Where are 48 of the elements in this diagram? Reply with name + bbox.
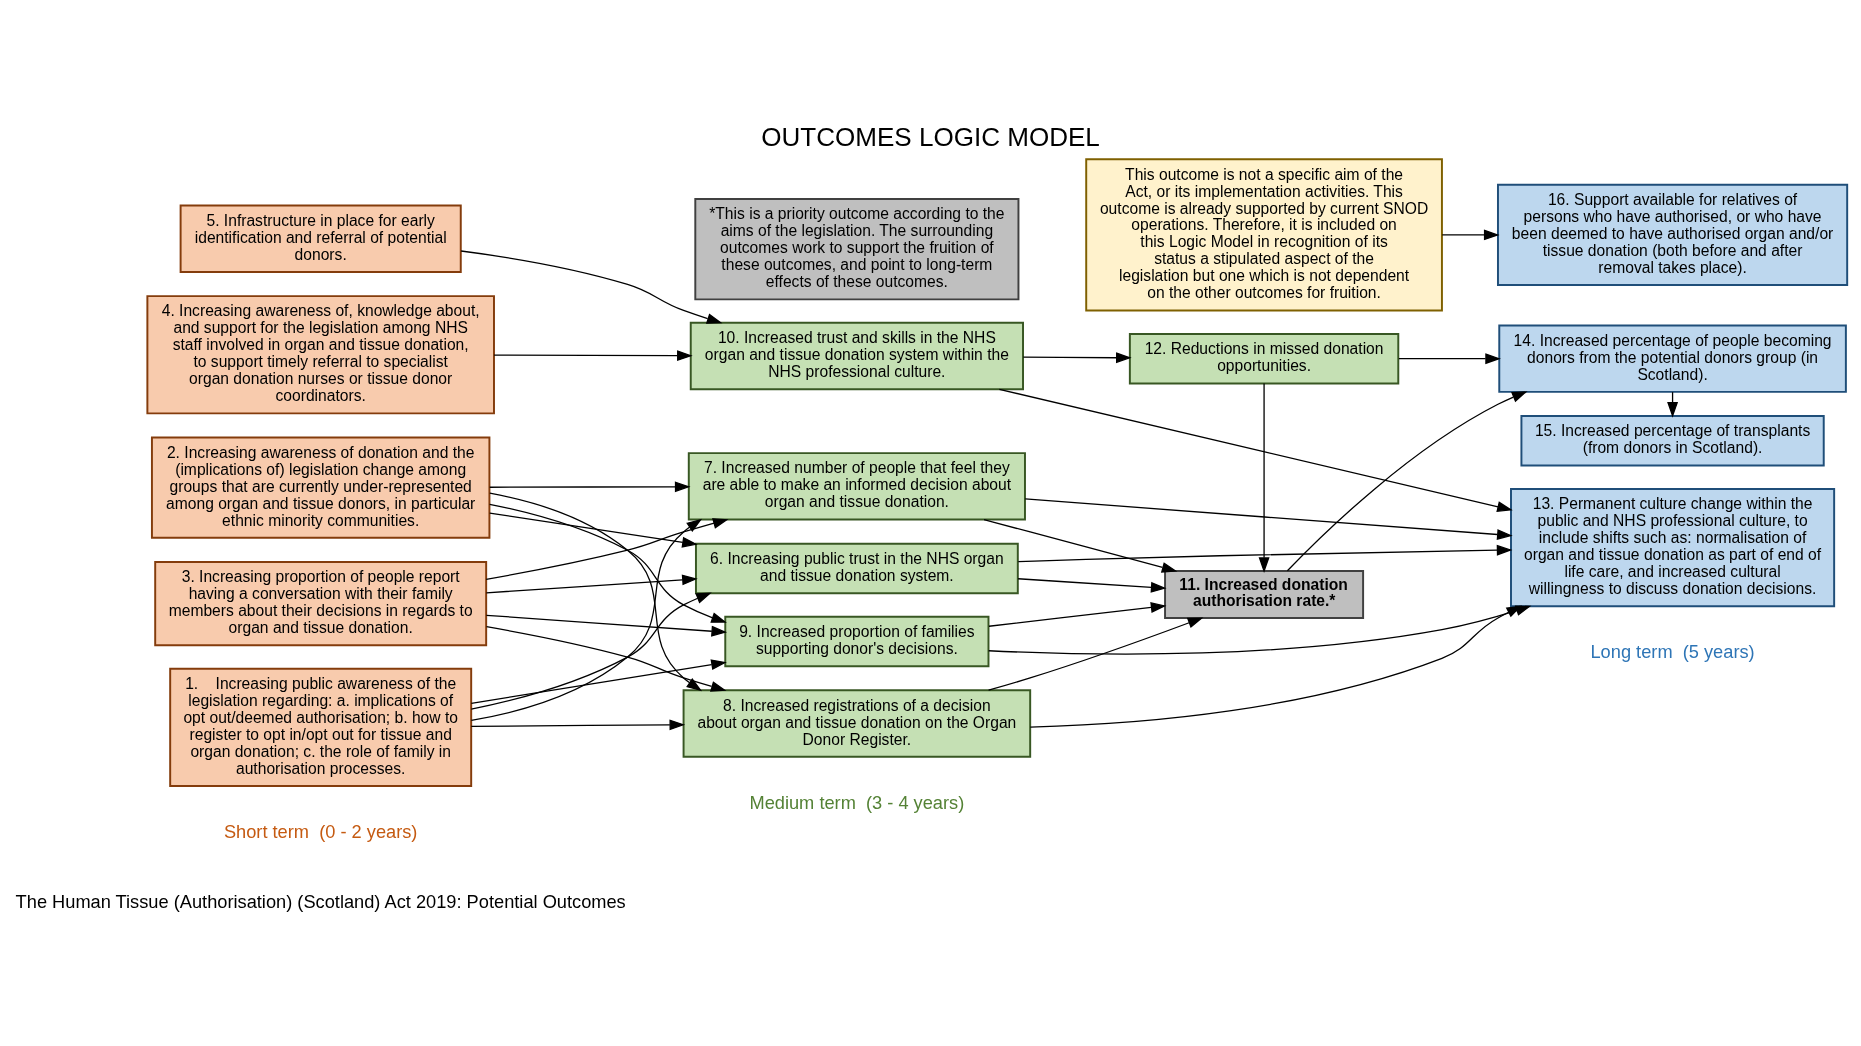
arrow <box>489 503 727 623</box>
arrow <box>485 614 728 637</box>
arrow <box>489 511 698 548</box>
arrow <box>1398 352 1501 364</box>
arrow <box>485 625 727 692</box>
node-box: 11. Increased donation authorisation rate.* <box>1164 569 1365 619</box>
label: The Human Tissue (Authorisation) (Scotland) Act 2019: Potential Outcomes <box>15 890 626 912</box>
node-box: 2. Increasing awareness of donation and the (implications of) legislation change among groups that are currently under-represented among organ and tissue donors, in particular ethnic minority communities. <box>150 436 491 539</box>
arrow <box>1286 390 1528 571</box>
node-box: 8. Increased registrations of a decision about organ and tissue donation on the Organ Donor Register. <box>682 688 1032 758</box>
node-box: 5. Infrastructure in place for early identification and referral of potential donors. <box>179 204 462 273</box>
label: Medium term (3 - 4 years) <box>749 791 965 813</box>
node-box: 3. Increasing proportion of people report having a conversation with their family members about their decisions in regards to organ and tissue donation. <box>154 560 488 646</box>
node-box: 9. Increased proportion of families supporting donor's decisions. <box>724 615 990 667</box>
arrow <box>460 249 723 324</box>
node-box: This outcome is not a specific aim of the Act, or its implementation activities. This outcome is already supported by current SNOD operations. Therefore, it is included on this Logic Model in recognition of its status a stipulated aspect of the legislation but one which is not dependent on the other outcomes for fruition. <box>1085 157 1443 311</box>
arrow <box>489 480 691 492</box>
arrow <box>1258 382 1270 573</box>
arrow <box>485 517 729 580</box>
node-box: 13. Permanent culture change within the public and NHS professional culture, to include shifts such as: normalisation of organ and tissue donation as part of end of life care, and increased cultural willingness to discuss donation decisions. <box>1510 487 1836 607</box>
arrow <box>1017 577 1167 593</box>
label: Long term (5 years) <box>1590 640 1755 662</box>
arrow <box>470 592 712 710</box>
arrow <box>470 658 727 704</box>
arrow <box>485 573 698 593</box>
node-box: 4. Increasing awareness of, knowledge about, and support for the legislation among NHS staff involved in organ and tissue donation, to support timely referral to specialist organ donation nurses or tissue donor coordinators. <box>146 294 495 414</box>
arrow <box>1441 228 1500 240</box>
arrow <box>1022 351 1132 363</box>
node-box: 6. Increasing public trust in the NHS organ and tissue donation system. <box>694 542 1019 594</box>
diagram-title: OUTCOMES LOGIC MODEL <box>761 121 1100 152</box>
arrow <box>1024 497 1513 540</box>
node-box: 7. Increased number of people that feel they are able to make an informed decision about organ and tissue donation. <box>687 451 1026 521</box>
node-box: 14. Increased percentage of people becoming donors from the potential donors group (in Scotland). <box>1498 323 1847 393</box>
arrow <box>998 388 1513 512</box>
arrow <box>493 349 693 361</box>
node-box: 15. Increased percentage of transplants (from donors in Scotland). <box>1520 414 1825 466</box>
arrow <box>988 601 1167 627</box>
arrow <box>987 616 1204 691</box>
node-box: *This is a priority outcome according to the aims of the legislation. The surrounding outcomes work to support the fruition of these outcomes, and point to long-term effects of these outcomes. <box>694 197 1020 300</box>
node-box: 10. Increased trust and skills in the NHS organ and tissue donation system within the NHS professional culture. <box>689 321 1024 390</box>
label: Short term (0 - 2 years) <box>223 820 418 842</box>
node-box: 12. Reductions in missed donation opportunities. <box>1128 332 1400 384</box>
arrow <box>470 718 686 730</box>
arrow <box>470 518 703 721</box>
node-box: 1. Increasing public awareness of the legislation regarding: a. implications of opt out/deemed authorisation; b. how to register to opt in/opt out for tissue and organ donation; c. the role of family in authorisation processes. <box>169 667 473 787</box>
arrow <box>1017 544 1513 562</box>
node-box: 16. Support available for relatives of persons who have authorised, or who have been deemed to have authorised organ and/or tissue donation (both before and after removal takes place). <box>1497 183 1849 286</box>
arrow <box>489 492 703 691</box>
